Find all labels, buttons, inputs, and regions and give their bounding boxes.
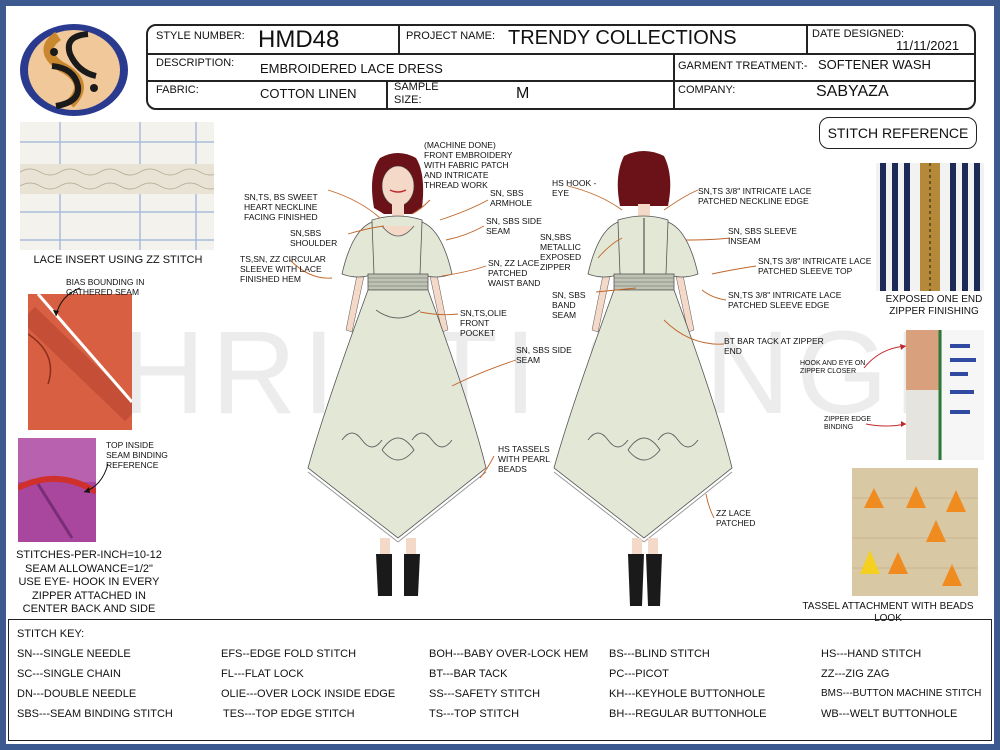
sample-size-label: SAMPLE [394,81,439,93]
stitch-key-item: BT---BAR TACK [429,668,508,680]
lace-insert-photo [20,122,214,250]
note-front-waist: SN, ZZ LACE PATCHED WAIST BAND [488,258,541,288]
stitch-key-item: SS---SAFETY STITCH [429,688,541,700]
lace-insert-caption: LACE INSERT USING ZZ STITCH [33,254,203,266]
stitch-key-item: SBS---SEAM BINDING STITCH [17,708,173,720]
style-number-label: STYLE NUMBER: [156,30,245,42]
tassel-caption: TASSEL ATTACHMENT WITH BEADS LOOK [802,601,974,624]
note-front-shoulder: SN,SBS SHOULDER [290,228,338,248]
spec-center-back: CENTER BACK AND SIDE [22,603,156,615]
watermark: HRISTI SINGH [120,307,986,439]
note-front-side-seam-2: SN, SBS SIDE SEAM [516,345,572,365]
note-front-neckline: SN,TS, BS SWEET HEART NECKLINE FACING FI… [244,192,318,222]
fabric-label: FABRIC: [156,84,199,96]
spec-spi: STITCHES-PER-INCH=10-12 [16,549,162,561]
stitch-key-item: BOH---BABY OVER-LOCK HEM [429,648,589,660]
company-label: COMPANY: [678,84,736,96]
stitch-key-item: TES---TOP EDGE STITCH [223,708,355,720]
note-back-band-seam: SN, SBS BAND SEAM [552,290,586,320]
garment-treatment: SOFTENER WASH [818,57,931,72]
project-name: TRENDY COLLECTIONS [508,27,737,49]
project-name-label: PROJECT NAME: [406,30,496,42]
stitch-key-item: HS---HAND STITCH [821,648,922,660]
note-front-machine: (MACHINE DONE) FRONT EMBROIDERY WITH FAB… [424,140,513,190]
note-back-bar-tack: BT BAR TACK AT ZIPPER END [724,336,824,356]
stitch-key-item: FL---FLAT LOCK [221,668,304,680]
hook-eye-arrows [860,340,910,445]
note-back-neckline: SN,TS 3/8" INTRICATE LACE PATCHED NECKLI… [698,186,812,206]
description-label: DESCRIPTION: [156,57,235,69]
spec-notes: STITCHES-PER-INCH=10-12 SEAM ALLOWANCE=1… [14,549,164,617]
stitch-key-title: STITCH KEY: [17,628,85,640]
company: SABYAZA [816,83,889,100]
note-front-sleeve: TS,SN, ZZ CIRCULAR SLEEVE WITH LACE FINI… [240,254,326,284]
note-back-sleeve-top: SN,TS 3/8" INTRICATE LACE PATCHED SLEEVE… [758,256,872,276]
front-view-drawing [302,150,492,612]
spec-header: STYLE NUMBER: HMD48 PROJECT NAME: TRENDY… [146,24,976,110]
brand-logo [18,22,130,118]
stitch-key-item: SN---SINGLE NEEDLE [17,648,131,660]
stitch-key-item: KH---KEYHOLE BUTTONHOLE [609,688,766,700]
zipper-caption: EXPOSED ONE END ZIPPER FINISHING [885,294,983,317]
note-back-hook-eye: HS HOOK -EYE [552,178,597,198]
note-front-side-seam: SN, SBS SIDE SEAM [486,216,542,236]
stitch-key-item: DN---DOUBLE NEEDLE [17,688,137,700]
bias-binding-photo [28,294,132,430]
note-front-pocket: SN,TS,OLIE FRONT POCKET [460,308,507,338]
stitch-key-item: SC---SINGLE CHAIN [17,668,121,680]
stitch-key-item: PC---PICOT [609,668,669,680]
note-front-armhole: SN, SBS ARMHOLE [490,188,533,208]
stitch-key-item: ZZ---ZIG ZAG [821,668,890,680]
top-inside-arrow [78,462,118,507]
hook-eye-caption: HOOK AND EYE ON ZIPPER CLOSER [800,360,866,375]
sample-size: M [516,85,530,102]
bias-arrow [50,286,90,331]
zipper-edge-caption: ZIPPER EDGE BINDING [824,416,872,431]
note-back-sleeve-inseam: SN, SBS SLEEVE INSEAM [728,226,797,246]
stitch-key-item: WB---WELT BUTTONHOLE [821,708,958,720]
note-back-lace-patched: ZZ LACE PATCHED [716,508,756,528]
zipper-photo [876,163,984,291]
sample-size-label-2: SIZE: [394,94,422,106]
tassel-photo [852,468,978,596]
bias-binding-caption: BIAS BOUNDING IN GATHERED SEAM [66,277,145,297]
style-number: HMD48 [258,26,340,53]
stitch-key-panel: STITCH KEY: SN---SINGLE NEEDLE SC---SING… [8,619,992,741]
stitch-key-item: BH---REGULAR BUTTONHOLE [609,708,767,720]
date-designed: 11/11/2021 [896,38,960,53]
garment-treatment-label: GARMENT TREATMENT:- [678,60,808,72]
note-back-zipper: SN,SBS METALLIC EXPOSED ZIPPER [540,232,582,272]
date-designed-label: DATE DESIGNED: [812,28,905,40]
note-back-sleeve-edge: SN,TS 3/8" INTRICATE LACE PATCHED SLEEVE… [728,290,842,310]
back-view-drawing [548,150,738,612]
stitch-key-item: EFS--EDGE FOLD STITCH [221,648,357,660]
note-front-tassels: HS TASSELS WITH PEARL BEADS [498,444,550,474]
stitch-reference-button[interactable]: STITCH REFERENCE [819,117,977,149]
top-inside-photo [18,438,96,542]
spec-seam-allowance: SEAM ALLOWANCE=1/2" [25,562,153,575]
spec-zipper: ZIPPER ATTACHED IN [32,589,146,602]
stitch-key-item: TS---TOP STITCH [429,708,520,720]
stitch-key-item: BS---BLIND STITCH [609,648,710,660]
top-inside-caption: TOP INSIDE SEAM BINDING REFERENCE [106,440,168,470]
spec-hook-eye: USE EYE- HOOK IN EVERY [18,576,160,588]
hook-eye-photo [906,330,984,460]
stitch-key-item: BMS---BUTTON MACHINE STITCH [821,688,982,699]
fabric: COTTON LINEN [260,86,357,101]
description: EMBROIDERED LACE DRESS [260,61,443,76]
stitch-key-item: OLIE---OVER LOCK INSIDE EDGE [221,688,396,700]
